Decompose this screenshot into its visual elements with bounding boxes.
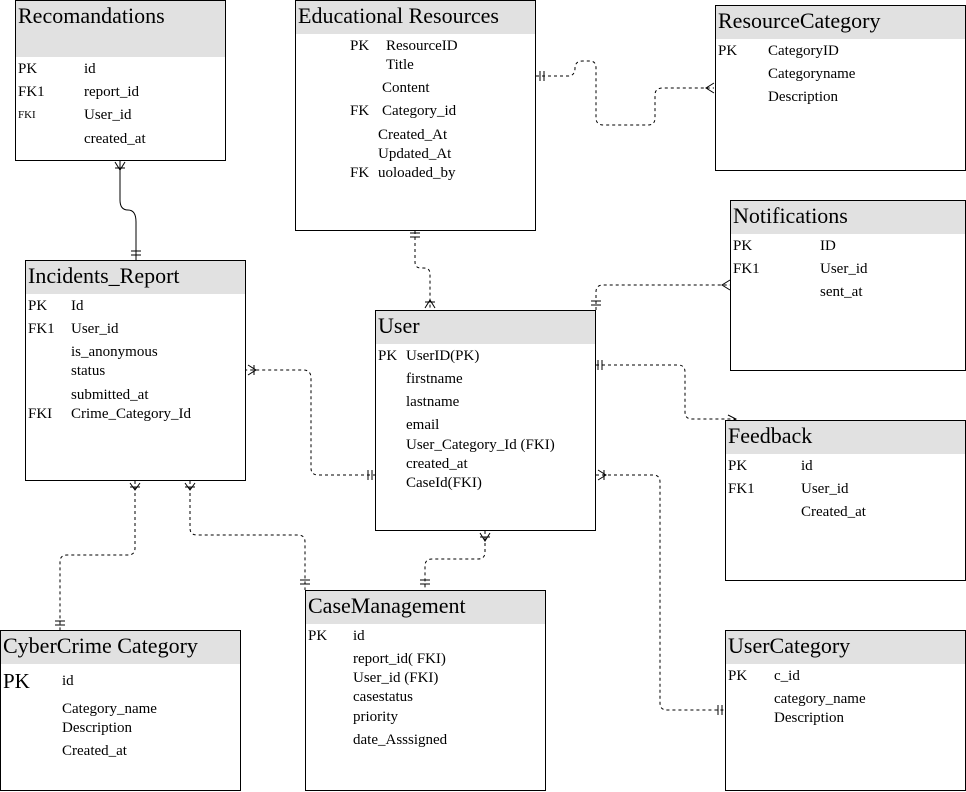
field-label: status <box>71 363 106 379</box>
field-label: Categoryname <box>768 66 856 82</box>
entity-resource-category[interactable]: ResourceCategory PK CategoryID Categoryn… <box>715 5 966 171</box>
field-label: Id <box>71 298 84 314</box>
rel-user-usercategory <box>596 474 725 711</box>
field-label: created_at <box>406 456 468 472</box>
entity-title: Incidents_Report <box>26 261 245 294</box>
rel-incidents-cybercrime <box>59 481 136 630</box>
entity-user[interactable]: User PK UserID(PK) firstname lastname em… <box>375 310 596 531</box>
entity-cybercrime-category[interactable]: CyberCrime Category PK id Category_name … <box>0 630 241 791</box>
field-label: id <box>353 628 365 644</box>
field-label: Created_At <box>378 127 448 143</box>
field-label: User_id <box>84 107 132 123</box>
field-label: c_id <box>774 668 800 684</box>
rel-user-incidents <box>246 369 376 476</box>
entity-title: CyberCrime Category <box>1 631 240 664</box>
key-label: FK <box>350 103 370 119</box>
field-label: Title <box>386 57 414 73</box>
entity-title: UserCategory <box>726 631 965 664</box>
field-label: User_id (FKI) <box>353 670 439 686</box>
field-label: is_anonymous <box>71 344 158 360</box>
field-label: report_id <box>84 84 139 100</box>
field-label: email <box>406 417 440 433</box>
rel-recommendations-incidents <box>119 160 137 260</box>
key-label: PK <box>3 669 30 693</box>
rel-user-casemanagement <box>424 531 486 590</box>
field-label: CategoryID <box>768 43 839 59</box>
field-label: Content <box>382 80 430 96</box>
key-label: FK1 <box>733 261 760 277</box>
field-label: priority <box>353 709 398 725</box>
rel-incidents-casemanagement <box>189 481 306 590</box>
entity-educational-resources[interactable]: Educational Resources PK ResourceID Titl… <box>295 0 536 231</box>
key-label: PK <box>350 38 370 54</box>
key-label: FKI <box>28 406 53 422</box>
entity-title: User <box>376 311 595 344</box>
rel-user-notifications <box>595 284 730 310</box>
field-label: Created_at <box>801 504 866 520</box>
field-label: id <box>62 673 74 689</box>
field-label: submitted_at <box>71 387 149 403</box>
field-label: Description <box>62 720 132 736</box>
rel-educational-resourcecategory <box>536 60 714 126</box>
rel-educational-user <box>414 231 431 310</box>
field-label: Category_name <box>62 701 157 717</box>
key-label: FKI <box>18 109 36 121</box>
field-label: id <box>801 458 813 474</box>
field-label: ResourceID <box>386 38 458 54</box>
field-label: Description <box>774 710 844 726</box>
field-label: date_Asssigned <box>353 732 448 748</box>
key-label: FK1 <box>18 84 45 100</box>
entity-title: Feedback <box>726 421 965 454</box>
field-label: firstname <box>406 371 463 387</box>
field-label: report_id( FKI) <box>353 651 446 667</box>
key-label: PK <box>378 348 398 364</box>
key-label: FK1 <box>728 481 755 497</box>
key-label: FK1 <box>28 321 55 337</box>
entity-recomandations[interactable]: Recomandations PK id FK1 report_id FKI U… <box>15 0 226 161</box>
key-label: PK <box>728 668 748 684</box>
entity-title: CaseManagement <box>306 591 545 624</box>
entity-title: Recomandations <box>16 1 225 57</box>
field-label: category_name <box>774 691 866 707</box>
key-label: PK <box>18 61 38 77</box>
field-label: casestatus <box>353 689 413 705</box>
key-label: PK <box>28 298 48 314</box>
field-label: User_id <box>71 321 119 337</box>
field-label: CaseId(FKI) <box>406 475 482 491</box>
field-label: Category_id <box>382 103 457 119</box>
field-label: sent_at <box>820 284 863 300</box>
key-label: PK <box>733 238 753 254</box>
key-label: PK <box>718 43 738 59</box>
entity-feedback[interactable]: Feedback PK id FK1 User_id Created_at <box>725 420 966 581</box>
field-label: Created_at <box>62 743 127 759</box>
key-label: PK <box>308 628 328 644</box>
field-label: uoloaded_by <box>378 165 456 181</box>
entity-user-category[interactable]: UserCategory PK c_id category_name Descr… <box>725 630 966 791</box>
entity-title: Educational Resources <box>296 1 535 34</box>
field-label: Updated_At <box>378 146 452 162</box>
field-label: User_id <box>820 261 868 277</box>
entity-title: Notifications <box>731 201 965 234</box>
entity-title: ResourceCategory <box>716 6 965 39</box>
field-label: UserID(PK) <box>406 348 480 364</box>
rel-user-feedback <box>596 364 736 420</box>
field-label: User_id <box>801 481 849 497</box>
field-label: User_Category_Id (FKI) <box>406 437 555 453</box>
field-label: Crime_Category_Id <box>71 406 191 422</box>
key-label: FK <box>350 165 370 181</box>
field-label: created_at <box>84 131 146 147</box>
field-label: ID <box>820 238 836 254</box>
entity-incidents-report[interactable]: Incidents_Report PK Id FK1 User_id is_an… <box>25 260 246 481</box>
field-label: lastname <box>406 394 460 410</box>
entity-case-management[interactable]: CaseManagement PK id report_id( FKI) Use… <box>305 590 546 791</box>
field-label: Description <box>768 89 838 105</box>
field-label: id <box>84 61 96 77</box>
key-label: PK <box>728 458 748 474</box>
entity-notifications[interactable]: Notifications PK ID FK1 User_id sent_at <box>730 200 966 371</box>
